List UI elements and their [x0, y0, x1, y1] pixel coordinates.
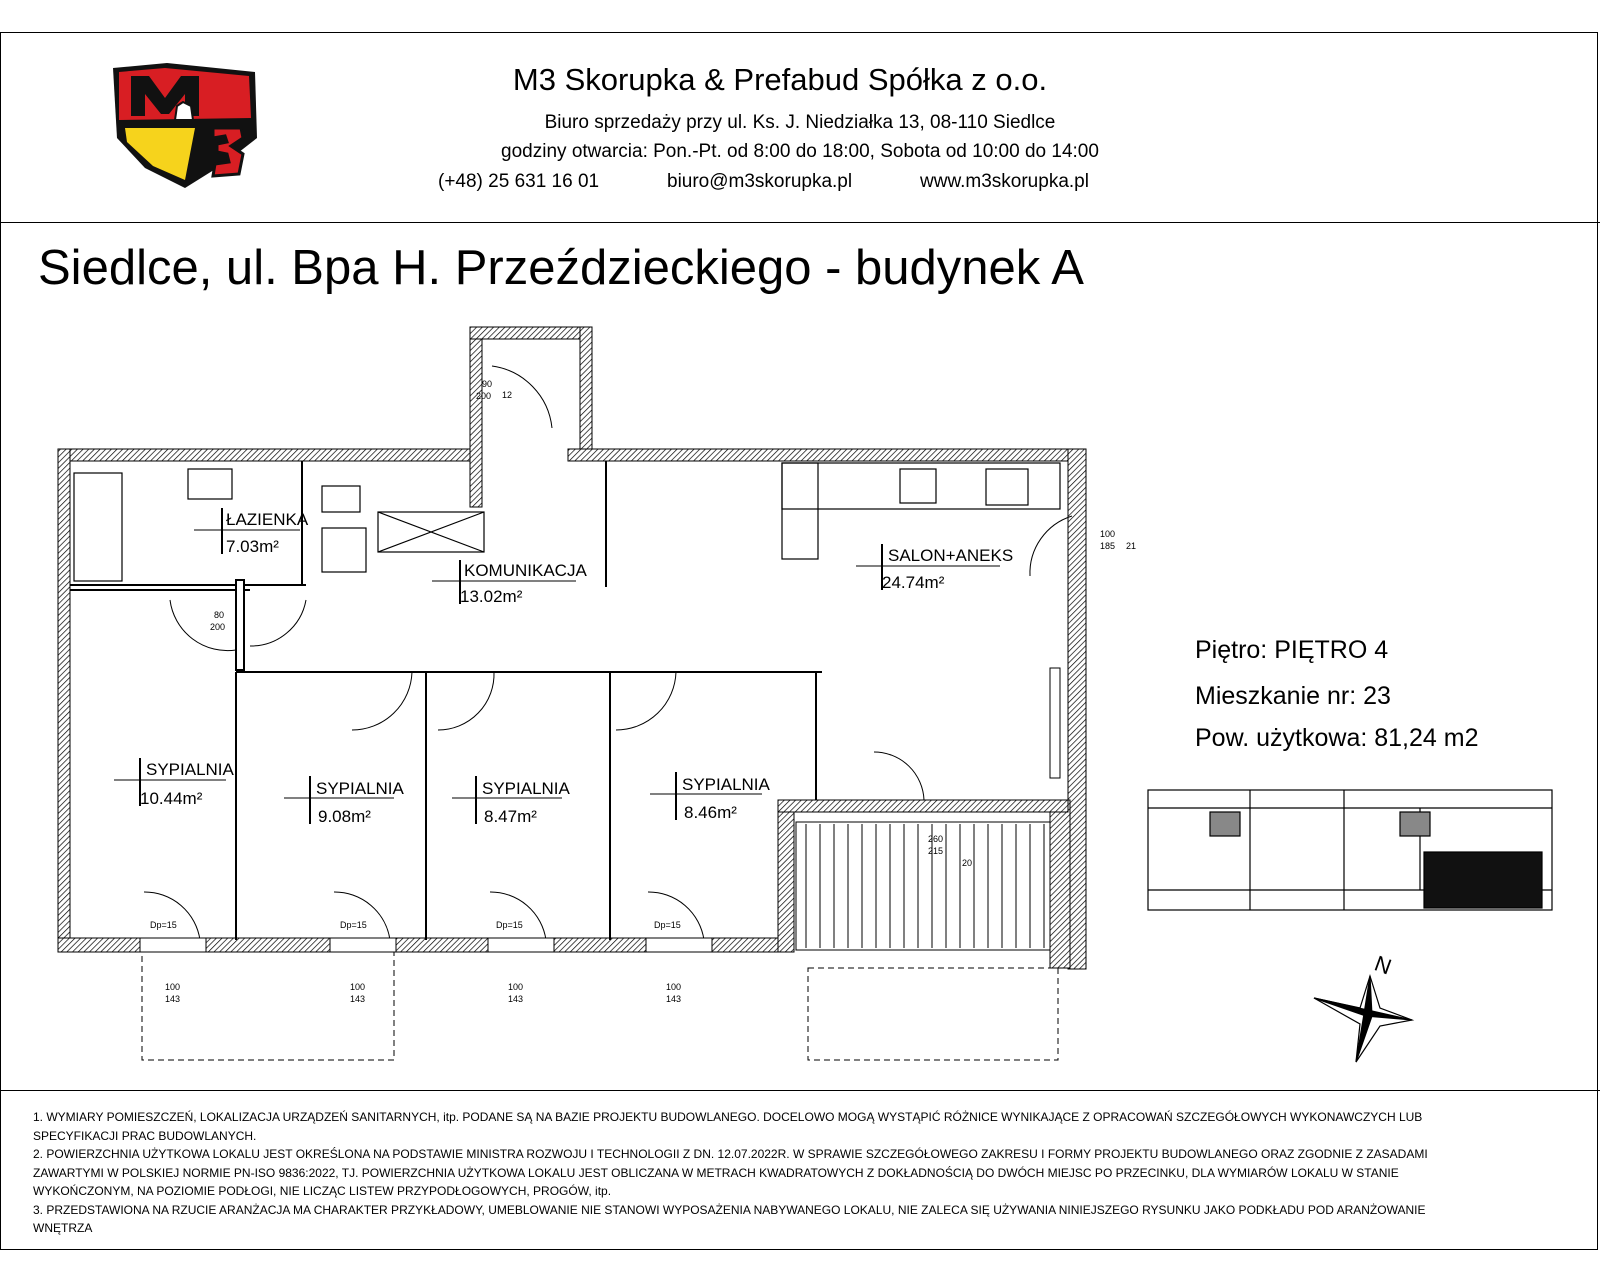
room-hall: KOMUNIKACJA 13.02m² — [432, 560, 587, 606]
room-bedroom-4: SYPIALNIA 8.46m² — [650, 772, 771, 822]
page-frame — [0, 32, 1598, 1250]
compass-north-label: N — [1371, 951, 1394, 980]
room-labels: ŁAZIENKA 7.03m² KOMUNIKACJA 13.02m² SALO… — [114, 508, 1013, 826]
room-name: SALON+ANEKS — [888, 546, 1013, 565]
window-height-label: 143 — [350, 994, 365, 1004]
company-logo — [113, 63, 257, 188]
room-bedroom-3: SYPIALNIA 8.47m² — [452, 776, 571, 826]
door-width-label: 260 — [928, 834, 943, 844]
door-marker: 21 — [1126, 541, 1136, 551]
room-name: SYPIALNIA — [482, 779, 571, 798]
room-living: SALON+ANEKS 24.74m² — [856, 544, 1013, 592]
room-name: KOMUNIKACJA — [464, 561, 587, 580]
window-width-label: 100 — [508, 982, 523, 992]
door-width-label: 80 — [214, 610, 224, 620]
apartment-number: Mieszkanie nr: 23 — [1195, 682, 1391, 710]
room-area: 13.02m² — [460, 587, 523, 606]
door-width-label: 90 — [482, 379, 492, 389]
room-area: 8.46m² — [684, 803, 737, 822]
interior-walls — [70, 461, 822, 940]
email-link[interactable]: biuro@m3skorupka.pl — [667, 171, 853, 192]
door-marker: 20 — [962, 858, 972, 868]
door-dimension-labels: 90 200 100 185 80 200 260 215 100 143 10… — [150, 379, 1136, 1004]
room-bedroom-2: SYPIALNIA 9.08m² — [284, 776, 405, 826]
compass-icon — [1313, 973, 1415, 1063]
room-area: 10.44m² — [140, 789, 203, 808]
outer-walls — [57, 326, 1087, 970]
room-area: 8.47m² — [484, 807, 537, 826]
door-height-label: 185 — [1100, 541, 1115, 551]
balcony-slats — [795, 821, 1051, 951]
room-name: SYPIALNIA — [146, 760, 235, 779]
company-name: M3 Skorupka & Prefabud Spółka z o.o. — [512, 62, 1048, 97]
legal-notes: 1. WYMIARY POMIESZCZEŃ, LOKALIZACJA URZĄ… — [33, 1108, 1483, 1238]
windows — [139, 667, 1061, 953]
window-width-label: 100 — [350, 982, 365, 992]
window-sill-label: Dp=15 — [654, 920, 681, 930]
door-width-label: 100 — [1100, 529, 1115, 539]
window-width-label: 100 — [666, 982, 681, 992]
room-name: ŁAZIENKA — [226, 510, 309, 529]
window-sill-label: Dp=15 — [496, 920, 523, 930]
notes-divider — [0, 1090, 1600, 1091]
building-key-plan — [1147, 789, 1553, 911]
kitchen — [781, 462, 1061, 560]
terrace-outlines — [141, 951, 1059, 1061]
usable-area: Pow. użytkowa: 81,24 m2 — [1195, 724, 1479, 752]
note-1: 1. WYMIARY POMIESZCZEŃ, LOKALIZACJA URZĄ… — [33, 1110, 1423, 1143]
door-height-label: 200 — [210, 622, 225, 632]
window-height-label: 143 — [165, 994, 180, 1004]
note-3: 3. PRZEDSTAWIONA NA RZUCIE ARANŻACJA MA … — [33, 1202, 1426, 1236]
room-name: SYPIALNIA — [682, 775, 771, 794]
door-marker: 12 — [502, 390, 512, 400]
room-bedroom-1: SYPIALNIA 10.44m² — [114, 758, 235, 808]
room-area: 9.08m² — [318, 807, 371, 826]
window-sill-label: Dp=15 — [150, 920, 177, 930]
opening-hours: godziny otwarcia: Pon.-Pt. od 8:00 do 18… — [501, 141, 1099, 162]
floor-info: Piętro: PIĘTRO 4 — [1195, 636, 1389, 664]
sales-office-address: Biuro sprzedaży przy ul. Ks. J. Niedział… — [544, 112, 1056, 133]
window-height-label: 143 — [508, 994, 523, 1004]
door-height-label: 215 — [928, 846, 943, 856]
room-bathroom: ŁAZIENKA 7.03m² — [194, 508, 309, 556]
room-name: SYPIALNIA — [316, 779, 405, 798]
page-title: Siedlce, ul. Bpa H. Przeździeckiego - bu… — [38, 241, 1084, 295]
floor-plan: ŁAZIENKA 7.03m² KOMUNIKACJA 13.02m² SALO… — [57, 326, 1553, 1063]
website-link[interactable]: www.m3skorupka.pl — [920, 171, 1089, 192]
header-divider — [0, 222, 1600, 223]
door-height-label: 200 — [476, 391, 491, 401]
note-2: 2. POWIERZCHNIA UŻYTKOWA LOKALU JEST OKR… — [33, 1147, 1428, 1198]
window-height-label: 143 — [666, 994, 681, 1004]
phone-number: (+48) 25 631 16 01 — [438, 171, 600, 192]
room-area: 24.74m² — [882, 573, 945, 592]
door-swings — [143, 365, 1073, 941]
room-area: 7.03m² — [226, 537, 279, 556]
window-width-label: 100 — [165, 982, 180, 992]
window-sill-label: Dp=15 — [340, 920, 367, 930]
bathroom-fixtures — [73, 468, 485, 582]
